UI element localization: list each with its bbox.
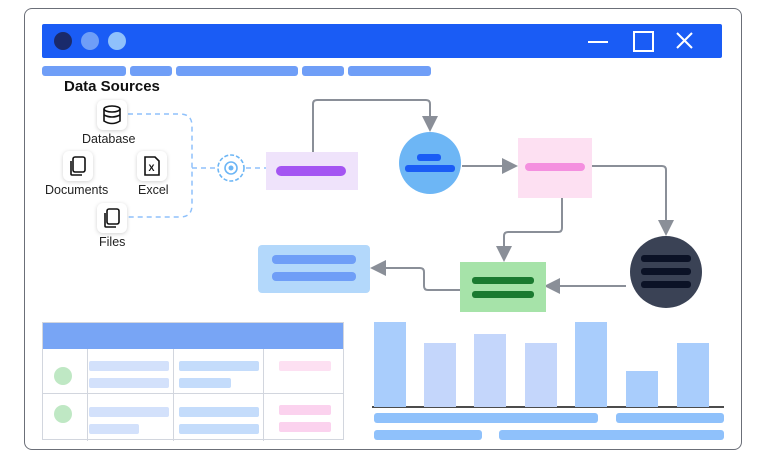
dark-node-bar-2 <box>641 268 691 275</box>
table-cell <box>89 378 169 388</box>
table-cell <box>179 407 259 417</box>
menu-item-4[interactable] <box>302 66 344 76</box>
blue-node-bar-short <box>417 154 441 161</box>
green-node-bar-2 <box>472 291 534 298</box>
chart-legend-pill <box>499 430 724 440</box>
menu-item-5[interactable] <box>348 66 431 76</box>
output-node-bar-2 <box>272 272 356 281</box>
chart-bar <box>424 343 456 407</box>
table-cell <box>179 424 259 434</box>
files-icon[interactable] <box>97 203 127 233</box>
files-label: Files <box>99 235 126 249</box>
window-dot-medium[interactable] <box>81 32 99 50</box>
database-label: Database <box>82 132 136 146</box>
close-icon[interactable] <box>672 28 698 54</box>
menu-item-3[interactable] <box>176 66 298 76</box>
data-sources-title: Data Sources <box>64 78 160 95</box>
blue-circle-node[interactable] <box>399 132 461 194</box>
chart-bar <box>525 343 557 407</box>
pink-node-bar <box>525 163 585 171</box>
chart-bar <box>626 371 658 407</box>
table-cell <box>89 361 169 371</box>
database-icon[interactable] <box>97 100 127 130</box>
table-cell <box>89 424 139 434</box>
chart-legend-pill <box>374 413 598 423</box>
table-col-divider-3 <box>263 349 264 441</box>
table-cell <box>279 361 331 371</box>
documents-label: Documents <box>45 183 109 197</box>
window-titlebar <box>42 24 722 58</box>
window-dot-light[interactable] <box>108 32 126 50</box>
minimize-icon[interactable] <box>585 28 611 54</box>
documents-icon[interactable] <box>63 151 93 181</box>
chart-legend-pill <box>374 430 482 440</box>
chart-bar <box>677 343 709 407</box>
table-row-divider <box>43 393 343 394</box>
table-cell <box>179 378 231 388</box>
status-dot <box>54 367 72 385</box>
table-cell <box>179 361 259 371</box>
table-cell <box>279 405 331 415</box>
dark-node-bar-1 <box>641 255 691 262</box>
menu-item-2[interactable] <box>130 66 172 76</box>
maximize-icon[interactable] <box>631 28 657 54</box>
chart-bar <box>474 334 506 407</box>
output-node[interactable] <box>258 245 370 293</box>
output-node-bar-1 <box>272 255 356 264</box>
blue-node-bar-long <box>405 165 455 172</box>
status-dot <box>54 405 72 423</box>
dark-circle-node[interactable] <box>630 236 702 308</box>
table-header <box>43 323 343 349</box>
data-table <box>42 322 344 441</box>
purple-process-node[interactable] <box>266 152 358 190</box>
pink-process-node[interactable] <box>518 138 592 198</box>
excel-icon[interactable]: X <box>137 151 167 181</box>
dark-node-bar-3 <box>641 281 691 288</box>
window-dot-dark[interactable] <box>54 32 72 50</box>
process-gear-icon[interactable] <box>216 153 246 183</box>
menu-item-1[interactable] <box>42 66 126 76</box>
green-node-bar-1 <box>472 277 534 284</box>
chart-bar <box>374 322 406 407</box>
table-cell <box>279 422 331 432</box>
chart-bar <box>575 322 607 407</box>
purple-node-bar <box>276 166 346 176</box>
table-col-divider-1 <box>87 349 88 441</box>
chart-legend-pill <box>616 413 724 423</box>
table-cell <box>89 407 169 417</box>
svg-text:X: X <box>149 163 155 173</box>
excel-label: Excel <box>138 183 169 197</box>
table-col-divider-2 <box>173 349 174 441</box>
green-process-node[interactable] <box>460 262 546 312</box>
